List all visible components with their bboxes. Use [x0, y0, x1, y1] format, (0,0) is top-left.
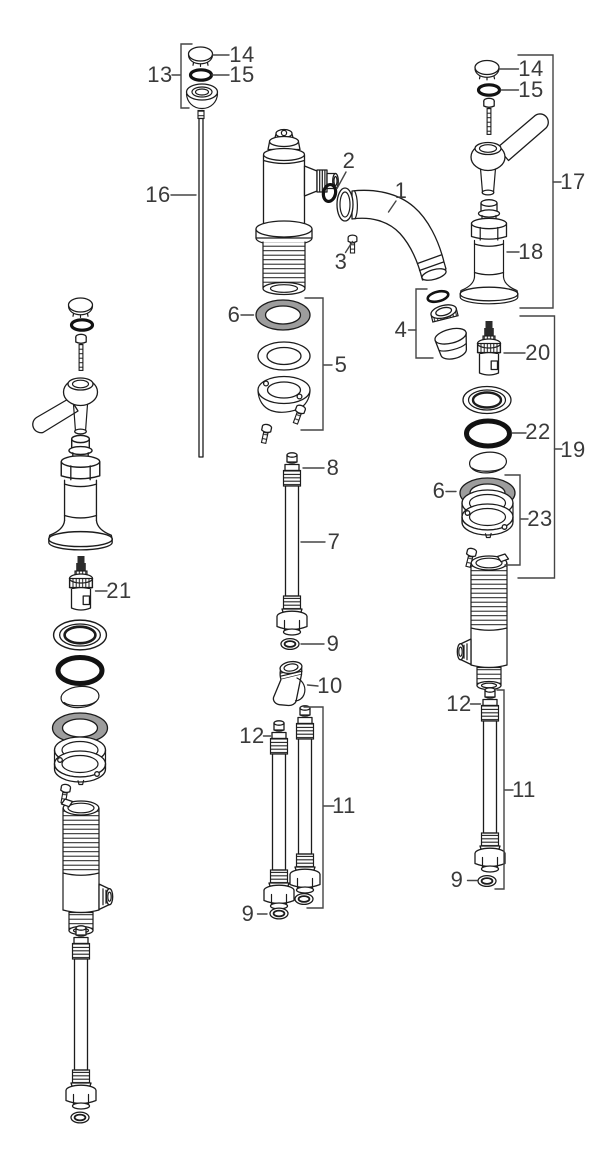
part-8-connector-drawing	[282, 452, 302, 487]
part-10-elbow-drawing	[272, 660, 306, 707]
metal-ring-right-drawing	[461, 385, 513, 415]
cap-left-column-drawing	[67, 297, 94, 319]
part-3-screw-drawing	[347, 234, 358, 254]
bracket-23	[504, 474, 521, 566]
bracket-11-right	[494, 689, 505, 890]
part-1-spout-drawing	[336, 187, 447, 281]
part-16-rod-drawing	[197, 109, 205, 458]
leader-1	[387, 200, 397, 213]
part-14-right-drawing	[474, 59, 500, 81]
part-6-center-gasket-drawing	[255, 299, 311, 331]
part-22-oring-drawing	[464, 418, 512, 449]
callout-leaders	[94, 43, 563, 915]
leader-2	[336, 171, 347, 190]
bracket-11-center	[303, 706, 324, 909]
tee-body-right-drawing	[456, 553, 510, 691]
handle-left-drawing	[32, 377, 99, 435]
part-9-right-seal-drawing	[477, 874, 497, 888]
bracket-19	[517, 315, 556, 579]
hose-left-tube-drawing	[73, 958, 89, 1071]
part-5-screw-b-drawing	[258, 422, 273, 445]
part-11-right-hose-of-pair-drawing	[297, 738, 313, 855]
retaining-ring-right-drawing	[468, 451, 508, 474]
handle-screw-right-drawing	[483, 97, 495, 136]
part-11-right-hose-drawing	[482, 720, 498, 834]
part-2-oring-drawing	[321, 182, 338, 204]
flange-left-drawing	[53, 736, 107, 786]
group-center-hose	[272, 452, 308, 707]
part-7-hose-drawing	[284, 485, 300, 597]
group-aerator	[426, 289, 468, 360]
part-4-oring-drawing	[426, 289, 450, 304]
part-9-center-seal-drawing	[280, 637, 300, 651]
part-12-right-connector-drawing	[480, 687, 500, 722]
group-right-handle	[459, 59, 549, 305]
bracket-5	[300, 297, 324, 431]
part-11-right-nut-of-pair-drawing	[289, 853, 321, 894]
part-15-left-drawing	[188, 68, 214, 82]
popup-valve-drawing	[185, 83, 219, 110]
part-5-screw-a-drawing	[290, 403, 307, 426]
retaining-ring-left-drawing	[60, 685, 100, 709]
group-base-seals-center	[255, 299, 311, 445]
part-21-cartridge-drawing	[68, 555, 94, 611]
part-11-left-connector-of-pair-drawing	[269, 720, 289, 755]
seal-ring-under-right-hose-drawing	[294, 892, 314, 906]
bracket-4	[415, 288, 434, 359]
part-9-center-bottom-seal-drawing	[269, 907, 289, 920]
part-7-nut-drawing	[276, 595, 308, 636]
part-11-right-nut-drawing	[474, 832, 506, 873]
group-center-double-hoses	[263, 705, 321, 920]
part-5-washer-drawing	[257, 341, 311, 371]
faucet-body-drawing	[255, 128, 339, 296]
leader-3	[344, 240, 354, 254]
bracket-13	[180, 43, 193, 109]
part-5-flange-drawing	[257, 375, 311, 413]
part-12-center-connector-drawing	[295, 705, 315, 740]
group-right-tee-hose	[456, 553, 510, 888]
leader-10	[306, 684, 319, 687]
handle-right-drawing	[470, 113, 549, 196]
group-popup-waste	[185, 46, 219, 458]
part-14-left-drawing	[187, 46, 214, 68]
bracket-17	[517, 54, 554, 309]
hose-left-nut-drawing	[65, 1069, 97, 1110]
group-spout-body	[255, 128, 447, 296]
oring-left-stack-drawing	[55, 655, 105, 686]
part-20-cartridge-drawing	[476, 320, 502, 376]
tee-body-left-drawing	[60, 798, 114, 936]
part-11-left-hose-of-pair-drawing	[271, 753, 287, 871]
seal-left-bottom-drawing	[70, 1111, 90, 1124]
sleeve-left-drawing	[48, 434, 113, 551]
group-right-cartridge-stack	[459, 320, 516, 569]
part-4-insert-drawing	[430, 304, 459, 323]
part-23-flange-drawing	[461, 489, 514, 539]
oring-left-column-drawing	[69, 318, 95, 332]
part-15-right-drawing	[476, 83, 502, 97]
metal-ring-left-drawing	[52, 618, 108, 652]
handle-screw-left-drawing	[75, 333, 87, 372]
group-left-column	[32, 297, 114, 1124]
part-4-housing-drawing	[434, 327, 468, 360]
